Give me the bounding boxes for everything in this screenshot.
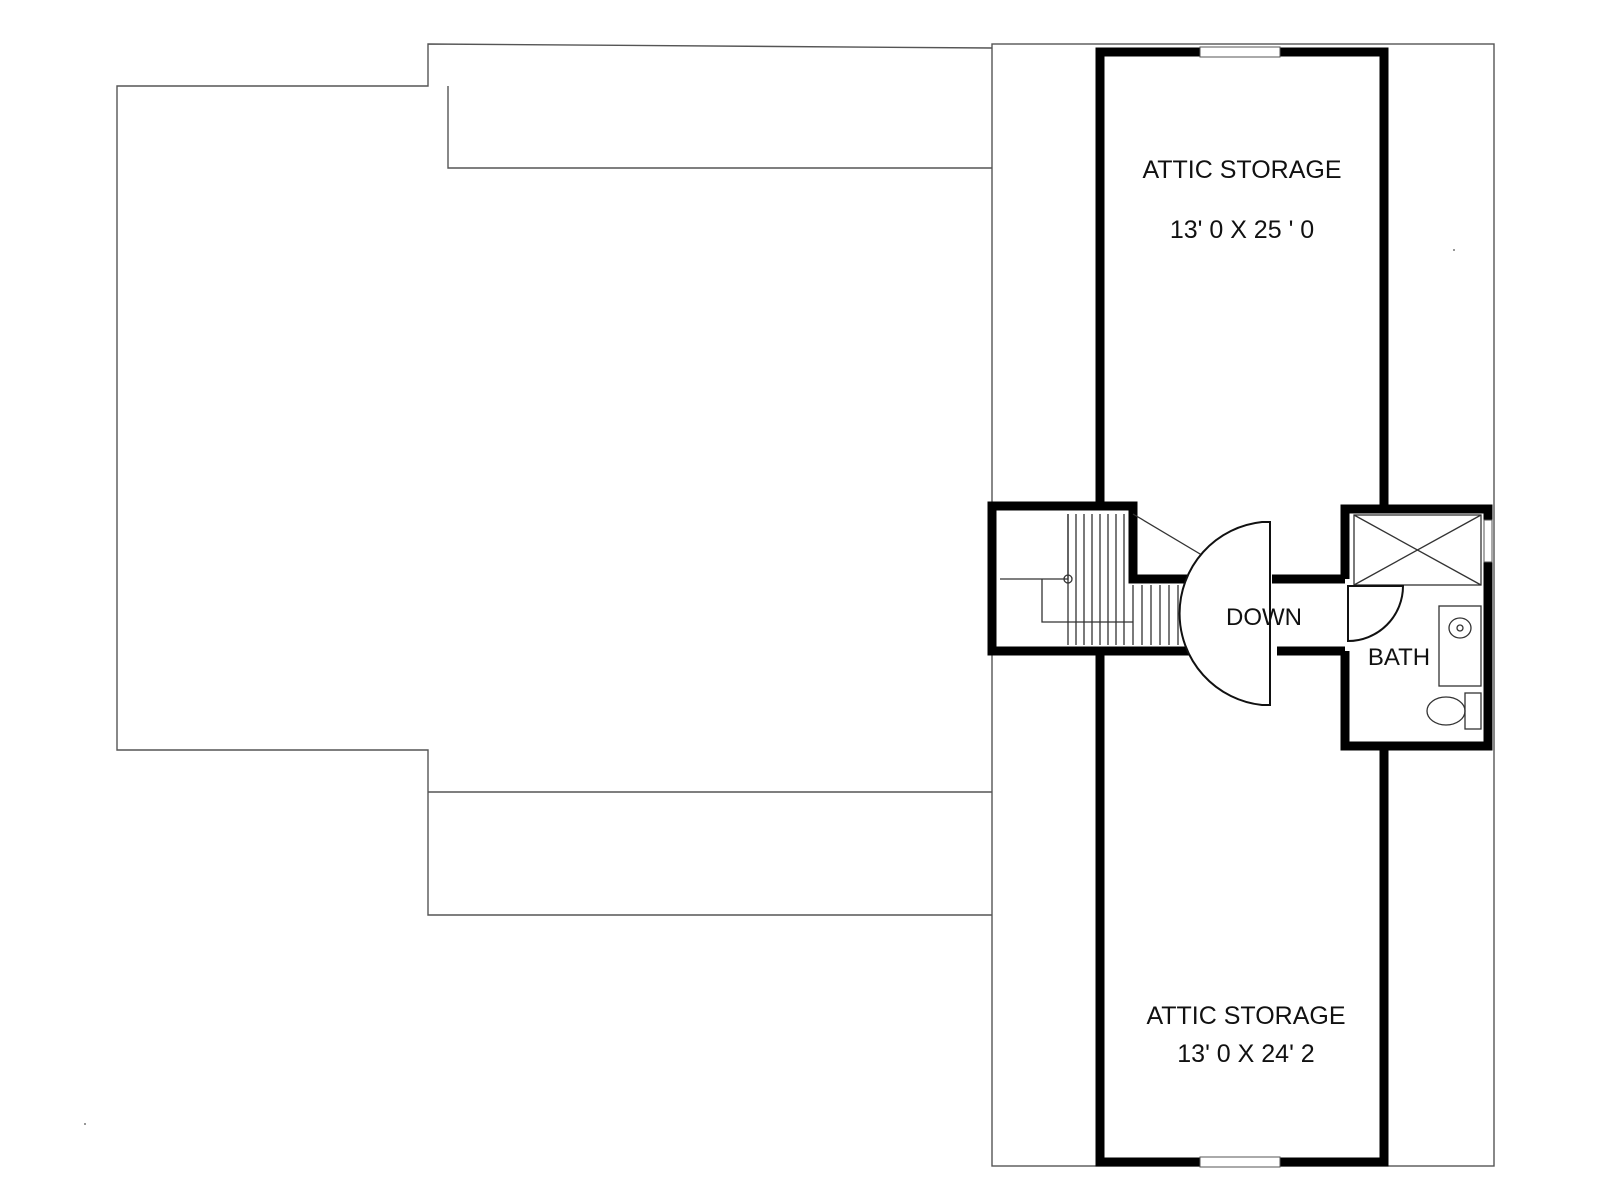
stair-direction-line xyxy=(1041,579,1133,623)
roof-ridge-upper xyxy=(447,86,992,169)
shower-stall xyxy=(1353,514,1482,586)
stair-down-label: DOWN xyxy=(1226,604,1302,631)
hall-door[interactable] xyxy=(1178,521,1271,706)
attic-storage-lower-dimensions: 13' 0 X 24' 2 xyxy=(1177,1040,1314,1068)
scan-speck xyxy=(1453,249,1455,251)
bath-label: BATH xyxy=(1368,644,1430,671)
stair-landing-wall xyxy=(1100,501,1232,584)
stair-hall xyxy=(987,501,1345,706)
lower-room-window xyxy=(1199,1156,1281,1168)
attic-storage-lower-label: ATTIC STORAGE xyxy=(1146,1002,1345,1030)
stair-handrail xyxy=(1000,514,1069,580)
upper-room-window xyxy=(1199,46,1281,58)
attic-storage-upper-walls xyxy=(1095,46,1389,506)
scan-speck xyxy=(84,1123,86,1125)
toilet-tank xyxy=(1464,692,1482,730)
stair-hall-wall xyxy=(987,501,1243,656)
bath-window xyxy=(1483,519,1493,563)
bath xyxy=(1340,504,1493,751)
toilet-icon xyxy=(1426,696,1466,726)
stair-newel-post xyxy=(1063,574,1073,584)
attic-storage-lower-walls xyxy=(1095,651,1389,1168)
shower-diagonal-b xyxy=(1353,514,1482,586)
bath-door[interactable] xyxy=(1347,585,1405,643)
roof-outline-left-wing xyxy=(116,43,993,916)
vanity-counter xyxy=(1438,605,1482,687)
upper-room-wall xyxy=(1095,47,1389,506)
bath-wall xyxy=(1340,504,1493,751)
attic-storage-upper-dimensions: 13' 0 X 25 ' 0 xyxy=(1170,216,1314,244)
sink-drain-icon xyxy=(1456,624,1464,632)
attic-storage-upper-label: ATTIC STORAGE xyxy=(1142,156,1341,184)
sink-icon xyxy=(1448,617,1472,639)
